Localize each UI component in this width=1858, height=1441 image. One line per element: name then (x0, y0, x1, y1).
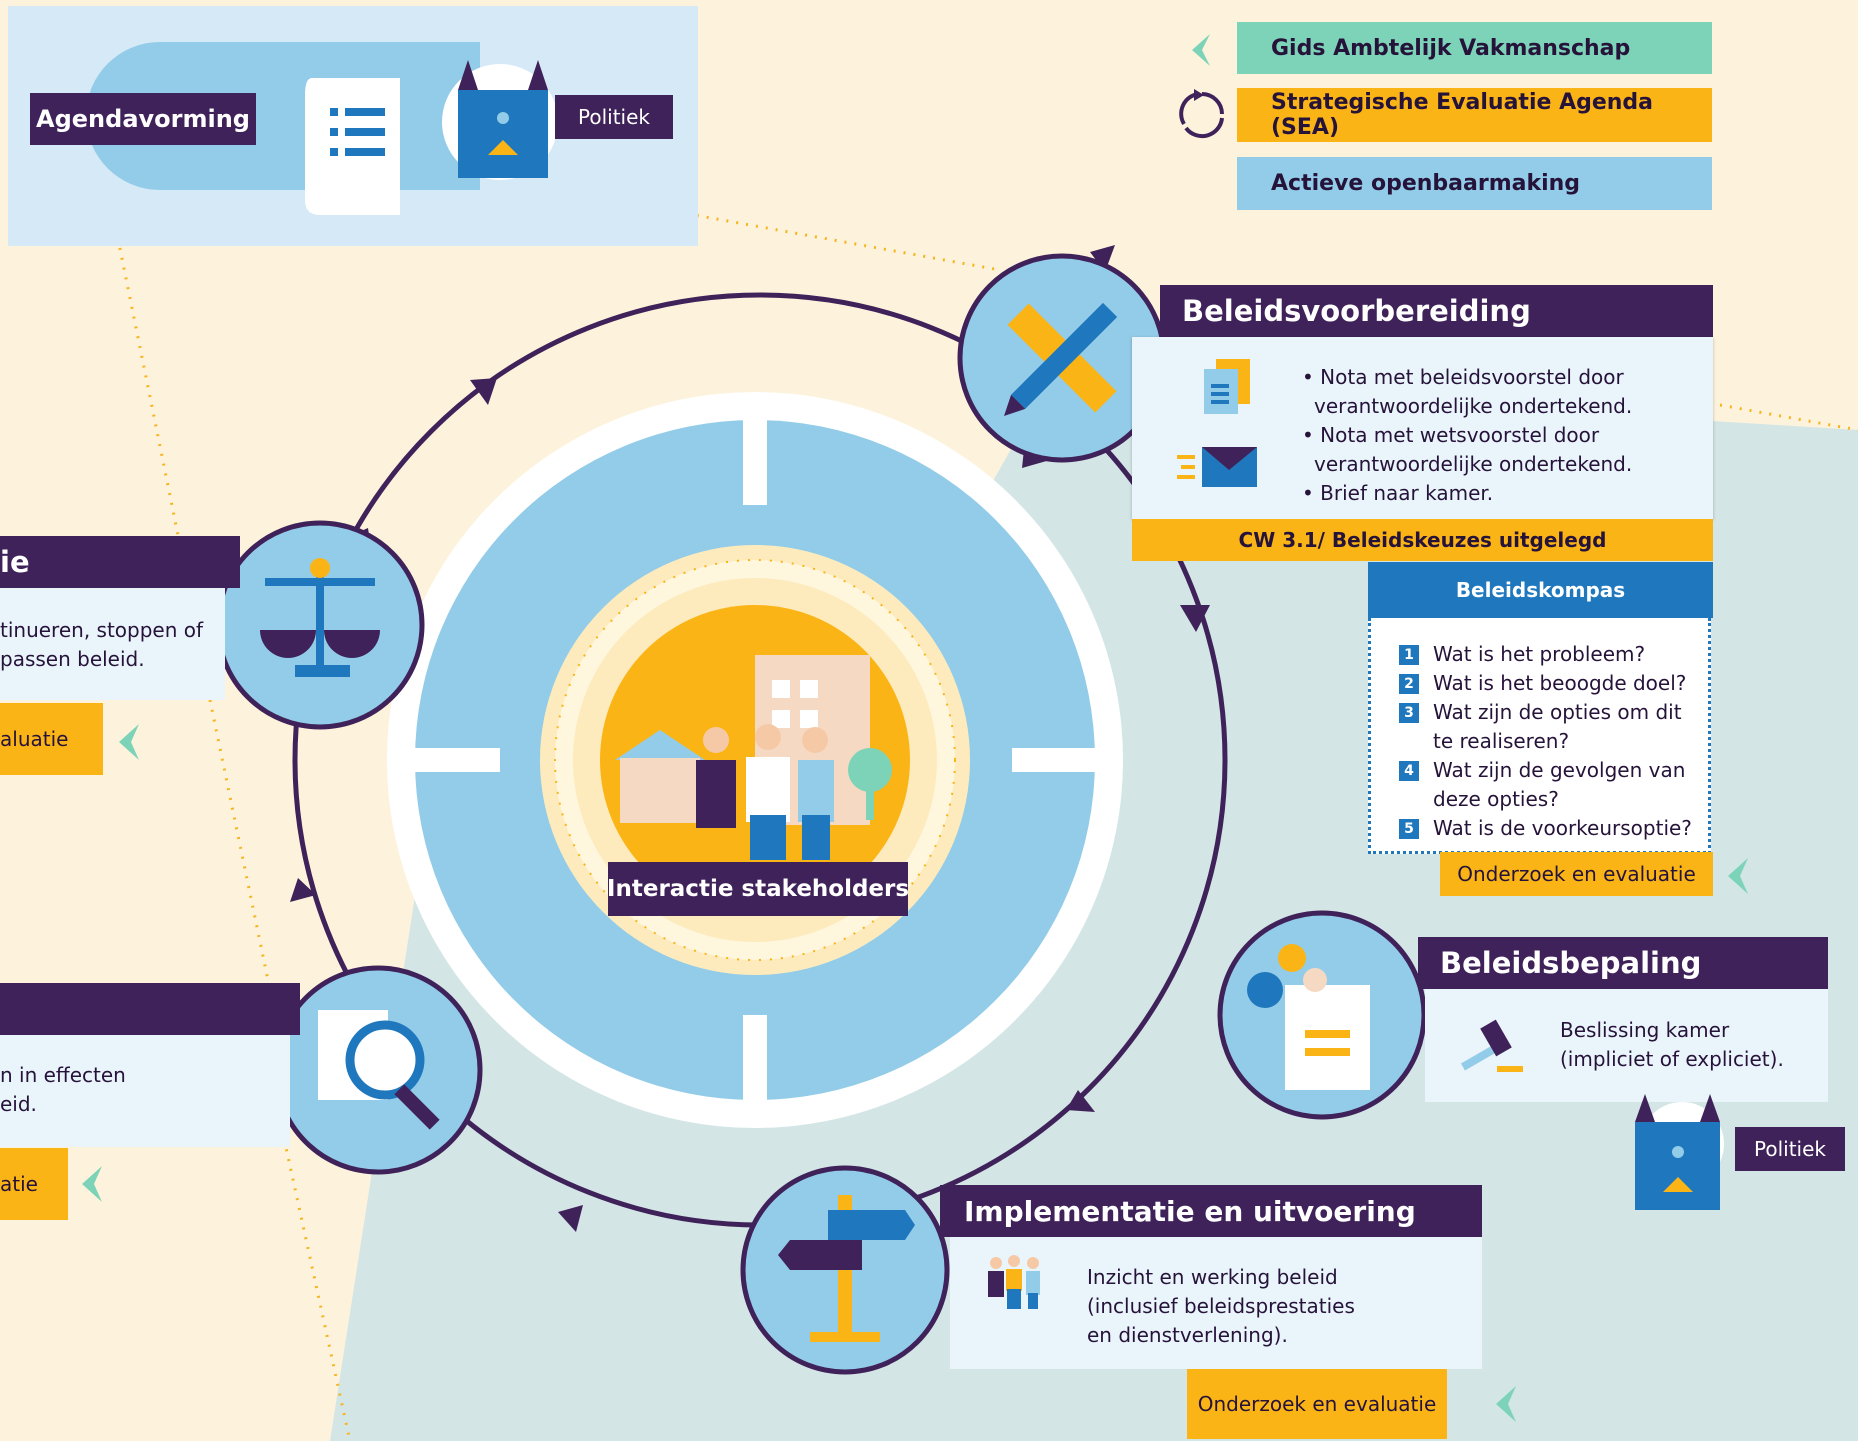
kompas-text: Wat is de voorkeursoptie? (1433, 814, 1692, 843)
monitoring-onderzoek-button[interactable]: atie (0, 1148, 68, 1220)
scroll-document-icon (305, 78, 400, 215)
kompas-number: 3 (1399, 703, 1419, 723)
kompas-text: Wat zijn de opties om dit te realiseren? (1433, 698, 1682, 756)
politiek-tag-bepaling: Politiek (1735, 1127, 1845, 1171)
monitoring-title (0, 983, 300, 1035)
cw-banner: CW 3.1/ Beleidskeuzes uitgelegd (1132, 519, 1713, 561)
evaluatie-line-2: passen beleid. (0, 647, 145, 671)
evaluatie-panel: tinueren, stoppen of passen beleid. (0, 588, 225, 700)
voorbereiding-line-1: • Nota met beleidsvoorstel door (1302, 365, 1624, 389)
evaluatie-line-1: tinueren, stoppen of (0, 618, 204, 642)
kompas-number: 1 (1399, 645, 1419, 665)
beleidsvoorbereiding-panel: • Nota met beleidsvoorstel door verantwo… (1132, 337, 1713, 519)
beleidskompas-title: Beleidskompas (1368, 562, 1713, 618)
beleidsbepaling-title: Beleidsbepaling (1418, 937, 1828, 989)
gavel-icon (1460, 1019, 1523, 1072)
implementatie-node (740, 1165, 950, 1375)
beleidskompas-panel: 1 Wat is het probleem? 2 Wat is het beoogde… (1368, 618, 1711, 854)
kompas-text-line: Wat zijn de gevolgen van (1433, 758, 1686, 782)
kompas-text-line: Wat is het beoogde doel? (1433, 671, 1687, 695)
kompas-text: Wat is het beoogde doel? (1433, 669, 1686, 698)
cross-ticks (415, 420, 1097, 1100)
voorbereiding-line-2: verantwoordelijke ondertekend. (1314, 394, 1633, 418)
voorbereiding-line-3: • Nota met wetsvoorstel door (1302, 423, 1600, 447)
bepaling-line-2: (impliciet of expliciet). (1560, 1047, 1784, 1071)
beleidsbepaling-node (1217, 910, 1427, 1120)
implementatie-line-3: en dienstverlening). (1087, 1323, 1288, 1347)
monitoring-panel: n in effecten eid. (0, 1035, 290, 1147)
kompas-number: 2 (1399, 674, 1419, 694)
implementatie-line-1: Inzicht en werking beleid (1087, 1265, 1338, 1289)
implementatie-panel: Inzicht en werking beleid (inclusief bel… (950, 1237, 1482, 1369)
mail-icon (1177, 447, 1257, 487)
kompas-onderzoek-button[interactable]: Onderzoek en evaluatie (1440, 852, 1713, 896)
kompas-item: 4 Wat zijn de gevolgen van deze opties? (1399, 756, 1708, 814)
parliament-icon (442, 60, 558, 180)
implementatie-onderzoek-button[interactable]: Onderzoek en evaluatie (1187, 1369, 1447, 1439)
monitoring-line-1: n in effecten (0, 1063, 126, 1087)
chevron-left-icon (82, 1166, 102, 1202)
voorbereiding-line-5: • Brief naar kamer. (1302, 481, 1494, 505)
bepaling-line-1: Beslissing kamer (1560, 1018, 1730, 1042)
kompas-text: Wat zijn de gevolgen van deze opties? (1433, 756, 1685, 814)
kompas-text-line: Wat is het probleem? (1433, 642, 1646, 666)
people-icon (988, 1255, 1040, 1309)
kompas-text-line: Wat is de voorkeursoptie? (1433, 816, 1692, 840)
center-label: Interactie stakeholders (608, 862, 908, 916)
kompas-item: 2 Wat is het beoogde doel? (1399, 669, 1708, 698)
implementatie-title: Implementatie en uitvoering (940, 1185, 1482, 1237)
beleidsvoorbereiding-node (957, 253, 1167, 463)
kompas-text-line: Wat zijn de opties om dit (1433, 700, 1682, 724)
implementatie-line-2: (inclusief beleidsprestaties (1087, 1294, 1355, 1318)
beleidsvoorbereiding-title: Beleidsvoorbereiding (1160, 285, 1713, 337)
legend-openbaarmaking: Actieve openbaarmaking (1237, 157, 1712, 210)
cycle-arrows-icon (1179, 89, 1224, 139)
legend-sea: Strategische Evaluatie Agenda (SEA) (1237, 88, 1712, 142)
kompas-list: 1 Wat is het probleem? 2 Wat is het beoogde… (1399, 640, 1708, 843)
chevron-left-icon (1728, 858, 1748, 894)
kompas-text: Wat is het probleem? (1433, 640, 1645, 669)
document-icon (1204, 359, 1250, 414)
evaluatie-onderzoek-button[interactable]: aluatie (0, 703, 103, 775)
agendavorming-label: Agendavorming (30, 93, 256, 145)
parliament-icon (1635, 1094, 1724, 1210)
kompas-item: 5 Wat is de voorkeursoptie? (1399, 814, 1708, 843)
evaluatie-node (215, 520, 425, 730)
politiek-tag-top: Politiek (555, 95, 673, 139)
evaluatie-title: ie (0, 536, 240, 588)
kompas-number: 5 (1399, 819, 1419, 839)
kompas-text-line: te realiseren? (1433, 729, 1570, 753)
chevron-left-icon (1192, 34, 1210, 66)
voorbereiding-line-4: verantwoordelijke ondertekend. (1314, 452, 1633, 476)
kompas-number: 4 (1399, 761, 1419, 781)
kompas-item: 3 Wat zijn de opties om dit te realiseren? (1399, 698, 1708, 756)
kompas-text-line: deze opties? (1433, 787, 1559, 811)
dotted-connectors (98, 149, 1858, 1441)
kompas-item: 1 Wat is het probleem? (1399, 640, 1708, 669)
beleidsbepaling-panel: Beslissing kamer (impliciet of expliciet… (1425, 989, 1828, 1102)
monitoring-line-2: eid. (0, 1092, 37, 1116)
stakeholders-illustration (615, 655, 892, 860)
chevron-left-icon (119, 724, 139, 760)
chevron-left-icon (1496, 1386, 1516, 1422)
legend-gids: Gids Ambtelijk Vakmanschap (1237, 22, 1712, 74)
monitoring-node (273, 965, 483, 1175)
